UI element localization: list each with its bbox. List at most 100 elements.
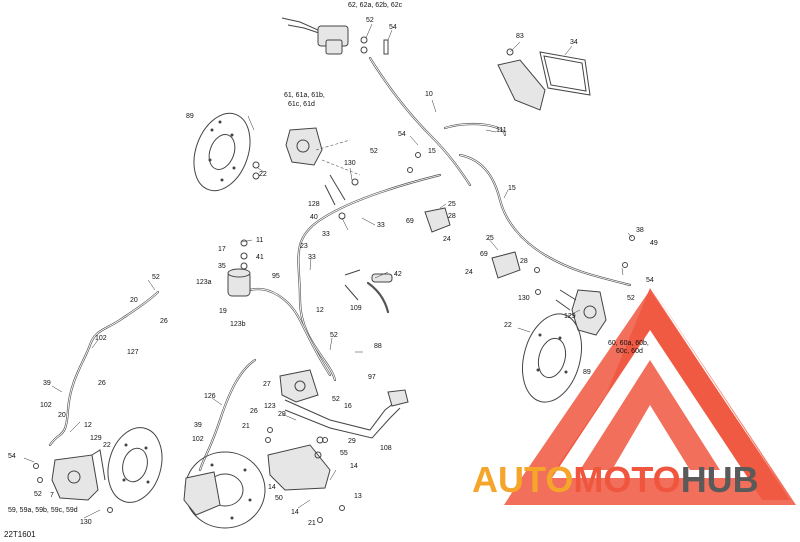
watermark-logo [504,285,796,505]
callout: 50 [275,495,283,502]
callout: 52 [330,332,338,339]
junction-block-right [491,251,521,279]
callout: 69 [406,218,414,225]
callout: 22 [103,442,111,449]
callout: 49 [650,240,658,247]
callout: 54 [646,277,654,284]
callout: 27 [263,381,271,388]
callout: 127 [127,349,139,356]
callout: 35 [218,263,226,270]
callout: 62, 62a, 62b, 62c [348,2,403,9]
callout: 128 [308,201,320,208]
callout: 123b [230,321,246,328]
callout: 130 [344,160,356,167]
handlebar-master-cylinder [281,17,389,55]
callout: 29 [278,411,286,418]
callout: 69 [480,251,488,258]
watermark-text: AUTOMOTOHUB [472,459,759,500]
callout: 52 [366,17,374,24]
callout: 33 [377,222,385,229]
callout: 24 [465,269,473,276]
diagram-code: 22T1601 [4,530,36,539]
callout: 28 [448,213,456,220]
callout: 40 [310,214,318,221]
callout: 20 [130,297,138,304]
callout: 29 [348,438,356,445]
callout: 33 [308,254,316,261]
front-right-disc [522,313,582,403]
callout: 14 [268,484,276,491]
callout: 130 [80,519,92,526]
callout: 52 [34,491,42,498]
callout: 59, 59a, 59b, 59c, 59d [8,507,78,514]
rear-caliper-disc [183,451,266,529]
callout: 26 [250,408,258,415]
callout: 28 [520,258,528,265]
callout: 14 [350,463,358,470]
callout: 55 [340,450,348,457]
callout: 95 [272,273,280,280]
callout: 14 [291,509,299,516]
callout-labels: 62, 62a, 62b, 62c 52 54 83 34 10 111 61,… [8,2,658,527]
callout: 89 [583,369,591,376]
callout: 61, 61a, 61b, [284,92,325,99]
callout: 22 [259,171,267,178]
callout: 60c, 60d [616,348,643,355]
callout: 52 [152,274,160,281]
callout: 16 [344,403,352,410]
callout: 111 [496,127,507,134]
callout: 12 [316,307,324,314]
callout: 15 [508,185,516,192]
callout: 97 [368,374,376,381]
callout: 12 [84,422,92,429]
callout: 129 [564,313,576,320]
brake-fluid-reservoir [227,239,251,297]
callout: 61c, 61d [288,101,315,108]
callout: 25 [448,201,456,208]
callout: 102 [95,335,107,342]
callout: 60, 60a, 60b, [608,340,649,347]
callout: 42 [394,271,402,278]
front-left-disc [193,112,251,192]
callout: 129 [90,435,102,442]
callout: 33 [322,231,330,238]
front-right-caliper [555,289,607,336]
callout: 11 [256,237,263,244]
leader-lines [23,23,633,519]
callout: 130 [518,295,530,302]
brake-pedal [267,369,409,491]
callout: 13 [354,493,362,500]
callout: 123 [264,403,276,410]
callout: 108 [380,445,392,452]
callout: 52 [332,396,340,403]
callout: 54 [8,453,16,460]
callout: 39 [43,380,51,387]
callout: 24 [443,236,451,243]
callout: 21 [242,423,250,430]
callout: 20 [58,412,66,419]
hose-fittings [344,269,393,314]
callout: 17 [218,246,226,253]
callout: 41 [256,254,264,261]
fasteners [33,152,635,523]
callout: 25 [486,235,494,242]
callout: 15 [428,148,436,155]
callout: 83 [516,33,524,40]
callout: 54 [398,131,406,138]
callout: 22 [504,322,512,329]
callout: 52 [627,295,635,302]
watermark-word-auto: AUTOMOTOHUB [472,459,759,500]
callout: 126 [204,393,216,400]
front-left-caliper [285,127,361,206]
callout: 23 [300,243,308,250]
callout: 54 [389,24,397,31]
callout: 39 [194,422,202,429]
callout: 7 [50,492,54,499]
callout: 38 [636,227,644,234]
callout: 123a [196,279,212,286]
callout: 10 [425,91,433,98]
module-bracket [497,48,591,111]
callout: 109 [350,305,362,312]
callout: 19 [219,308,227,315]
